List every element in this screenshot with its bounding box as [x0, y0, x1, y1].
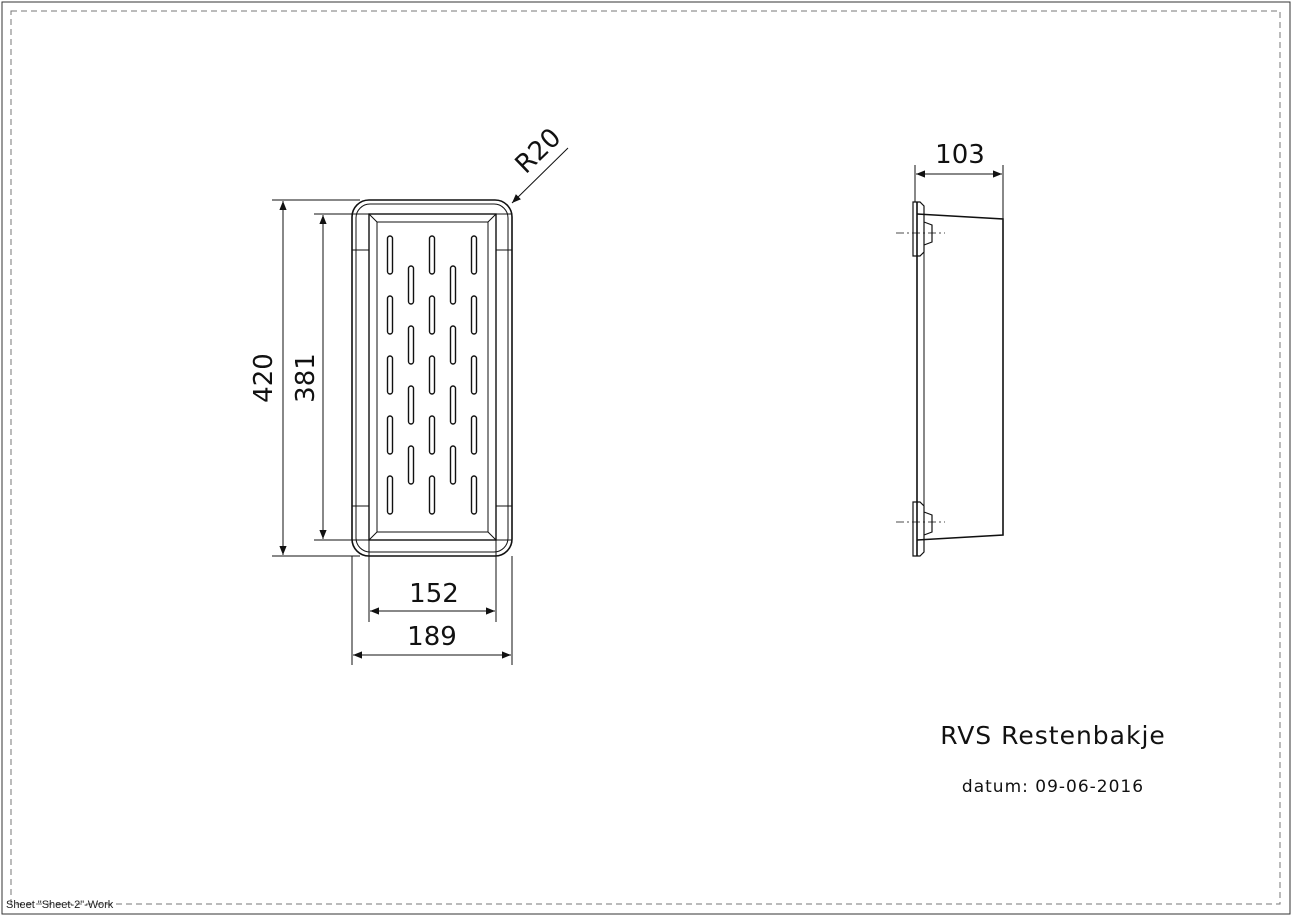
dimension-420-label: 420	[249, 353, 279, 403]
drain-slot	[407, 265, 415, 305]
drain-slot	[449, 445, 457, 485]
drain-slot	[428, 475, 436, 515]
top-view	[351, 199, 513, 557]
side-view	[896, 201, 1004, 557]
dimension-inner-width	[368, 540, 497, 622]
drawing-title: RVS Restenbakje	[940, 721, 1166, 750]
radius-leader	[511, 147, 569, 204]
side-view-bottom-clip	[912, 501, 933, 557]
drain-slot	[470, 475, 478, 515]
dimension-outer-width	[351, 556, 513, 665]
drain-slot	[407, 385, 415, 425]
side-view-top-clip	[912, 201, 933, 257]
tray-outer-outline	[351, 199, 513, 557]
drawing-date: datum: 09-06-2016	[962, 777, 1144, 797]
tray-inner-outline	[368, 213, 497, 541]
drain-slot	[407, 325, 415, 365]
dimension-152-label: 152	[409, 579, 459, 609]
dimension-outer-length	[272, 199, 360, 557]
drain-slot	[386, 355, 394, 395]
drain-slot	[386, 415, 394, 455]
dimension-189-label: 189	[407, 622, 457, 652]
drain-slot	[449, 265, 457, 305]
drain-slot	[386, 235, 394, 275]
drain-slot	[449, 325, 457, 365]
drain-slot	[386, 475, 394, 515]
sheet-label: Sheet "Sheet-2"-Work	[6, 899, 114, 911]
dimension-103-label: 103	[935, 140, 985, 170]
drain-slot	[449, 385, 457, 425]
drain-slot	[470, 295, 478, 335]
dimension-381-label: 381	[291, 353, 321, 403]
dimension-depth	[914, 165, 1004, 219]
drain-slot	[407, 445, 415, 485]
drain-slot	[428, 355, 436, 395]
tray-inner-floor	[376, 221, 489, 533]
drain-slot	[386, 295, 394, 335]
drain-slot	[470, 235, 478, 275]
dimension-inner-length	[314, 213, 372, 541]
drain-slots	[386, 235, 478, 515]
drain-slot	[470, 355, 478, 395]
drain-slot	[428, 295, 436, 335]
drain-slot	[428, 235, 436, 275]
dimension-r20-label: R20	[510, 123, 568, 180]
tray-rim-inner	[355, 203, 509, 553]
drain-slot	[428, 415, 436, 455]
side-view-tray-profile	[916, 213, 1004, 541]
drain-slot	[470, 415, 478, 455]
sheet-border-inner	[10, 10, 1281, 905]
